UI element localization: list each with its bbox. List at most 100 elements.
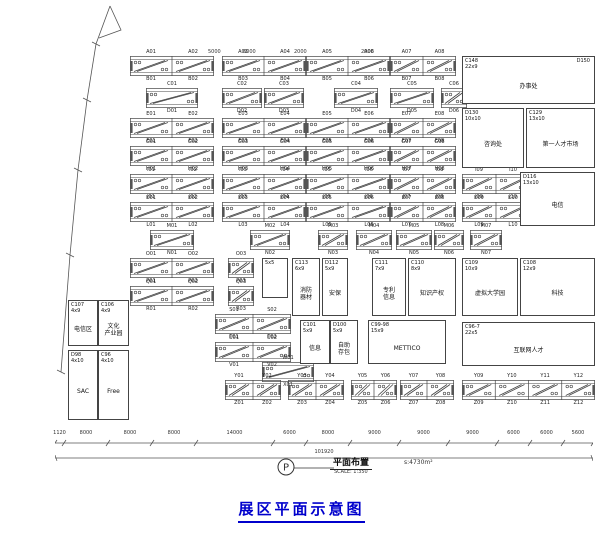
booth-cell-label: Z10 — [506, 400, 517, 406]
booth-label-row: C03 — [264, 81, 304, 88]
booth-cell-label: E03 — [238, 111, 248, 117]
booth-cell-label: O03 — [235, 251, 247, 257]
box-text: 信息 — [308, 345, 321, 352]
booth-cell-label: M01 — [166, 223, 178, 229]
box-code: C110 — [411, 260, 425, 266]
top-dimension-label: 2000 — [294, 49, 307, 55]
booth-cell-label: F08 — [434, 138, 445, 144]
booth-strip-body — [334, 88, 378, 108]
box-size: 10x10 — [465, 116, 481, 122]
booth-strip-body — [222, 88, 262, 108]
booth-label-row: X01 — [262, 382, 314, 389]
booth-cell-label: F05 — [322, 138, 332, 144]
booth-cell-label: G07 — [401, 139, 412, 145]
booth-cell-label: Z03 — [297, 400, 307, 406]
booth-cell-label: K04 — [280, 195, 290, 201]
booth-label-row: N06 — [434, 250, 464, 257]
page-title[interactable]: 展区平面示意图 — [238, 498, 365, 523]
box-text: 科技 — [551, 290, 564, 297]
booth-cell-label: H08 — [434, 166, 445, 172]
booth-cell-label: T01 — [229, 334, 239, 340]
box-text: 办事处 — [519, 83, 538, 90]
box-size: 15x9 — [371, 328, 384, 334]
dimension-segment-label: 8000 — [123, 430, 137, 436]
booth-cell-label: D06 — [448, 108, 460, 114]
dimension-ticks — [55, 439, 593, 447]
booth-label-row: D05 — [390, 108, 434, 115]
booth-cell-label: I06 — [365, 167, 373, 173]
booth-label-row: D06 — [441, 108, 467, 115]
booth-cell-label: A04 — [280, 49, 290, 55]
booth-cell-label: J09 — [475, 194, 483, 200]
dimension-segment-label: 8000 — [79, 430, 93, 436]
booth-cell-label: A07 — [401, 49, 412, 55]
box-size: 7x9 — [375, 266, 385, 272]
dimension-segment-label: 8000 — [167, 430, 181, 436]
dimension-segment-label: 1120 — [53, 430, 66, 436]
box-text: 第一人才市场 — [542, 141, 579, 148]
booth-cell-label: F06 — [364, 138, 374, 144]
booth-label-row: C01 — [146, 81, 198, 88]
booth-cell-label: Y12 — [573, 373, 584, 379]
booth-cell-label: Y02 — [262, 373, 272, 379]
booth-box: 5x5 — [262, 258, 288, 298]
plan-title: 平面布置 — [330, 455, 373, 470]
booth-strip-body — [228, 286, 254, 306]
booth-strip-body — [306, 56, 390, 76]
booth-strip-body — [225, 380, 281, 400]
booth-label-row: R03 — [228, 306, 254, 313]
booth-cell-label: Z11 — [540, 400, 551, 406]
booth-label-row: M07 — [470, 223, 502, 230]
booth-cell-label: L06 — [364, 222, 374, 228]
box-size: 5x9 — [325, 266, 335, 272]
booth-cell-label: Y04 — [325, 373, 335, 379]
booth-cell-label: S02 — [267, 307, 277, 313]
booth-strip-body — [130, 258, 214, 278]
booth-strip-body — [222, 146, 306, 166]
box-code: C106 — [101, 302, 115, 308]
booth-cell-label: C03 — [279, 81, 289, 87]
booth-strip-body — [356, 230, 392, 250]
booth-strip-body — [146, 88, 198, 108]
booth-cell-label: N02 — [264, 250, 276, 256]
box-size: 13x10 — [529, 116, 545, 122]
box-text: 消防 器材 — [299, 286, 312, 301]
booth-cell-label: H06 — [363, 166, 375, 172]
box-size: 4x9 — [71, 308, 81, 314]
booth-cell-label: E01 — [146, 111, 156, 117]
booth-cell-label: B06 — [364, 76, 374, 82]
booth-cell-label: Y09 — [473, 373, 484, 379]
booth-cell-label: J10 — [509, 194, 517, 200]
booth-cell-label: I03 — [239, 167, 247, 173]
booth-label-row: N05 — [396, 250, 432, 257]
dimension-segment-label: 6000 — [283, 430, 296, 436]
box-code: D112 — [325, 260, 339, 266]
